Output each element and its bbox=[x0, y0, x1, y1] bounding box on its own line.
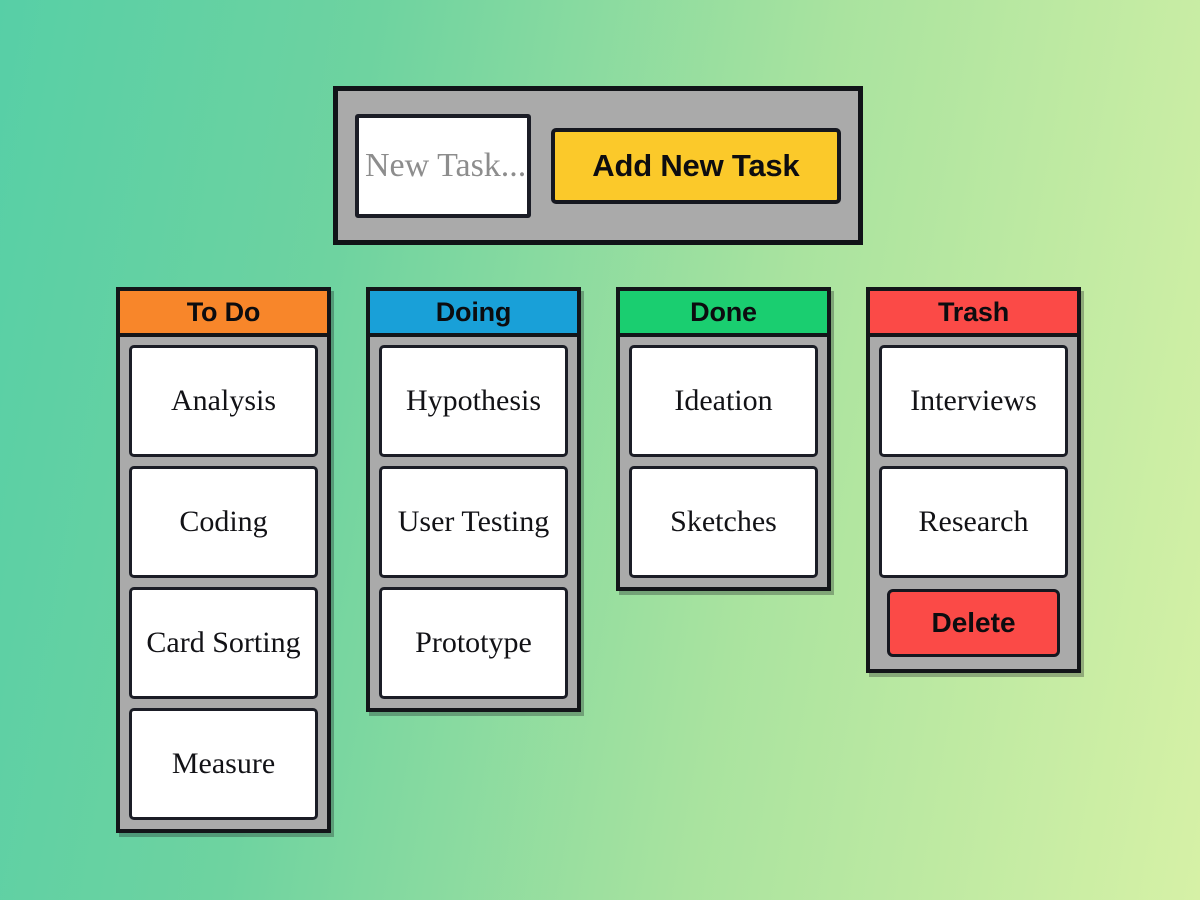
task-card[interactable]: Measure bbox=[129, 708, 318, 820]
column-header-doing[interactable]: Doing bbox=[366, 287, 581, 337]
task-card[interactable]: Interviews bbox=[879, 345, 1068, 457]
new-task-input[interactable]: New Task... bbox=[355, 113, 531, 218]
task-card[interactable]: User Testing bbox=[379, 466, 568, 578]
delete-button[interactable]: Delete bbox=[887, 589, 1060, 657]
task-card[interactable]: Sketches bbox=[629, 466, 818, 578]
column-header-done[interactable]: Done bbox=[616, 287, 831, 337]
task-card[interactable]: Card Sorting bbox=[129, 587, 318, 699]
task-card[interactable]: Analysis bbox=[129, 345, 318, 457]
column-header-to-do[interactable]: To Do bbox=[116, 287, 331, 337]
column-header-trash[interactable]: Trash bbox=[866, 287, 1081, 337]
new-task-input-placeholder: New Task... bbox=[365, 146, 527, 184]
add-new-task-button[interactable]: Add New Task bbox=[550, 127, 841, 204]
task-card[interactable]: Prototype bbox=[379, 587, 568, 699]
task-card[interactable]: Coding bbox=[129, 466, 318, 578]
task-card[interactable]: Hypothesis bbox=[379, 345, 568, 457]
task-card[interactable]: Ideation bbox=[629, 345, 818, 457]
task-card[interactable]: Research bbox=[879, 466, 1068, 578]
add-task-toolbar: New Task... Add New Task bbox=[333, 86, 863, 245]
